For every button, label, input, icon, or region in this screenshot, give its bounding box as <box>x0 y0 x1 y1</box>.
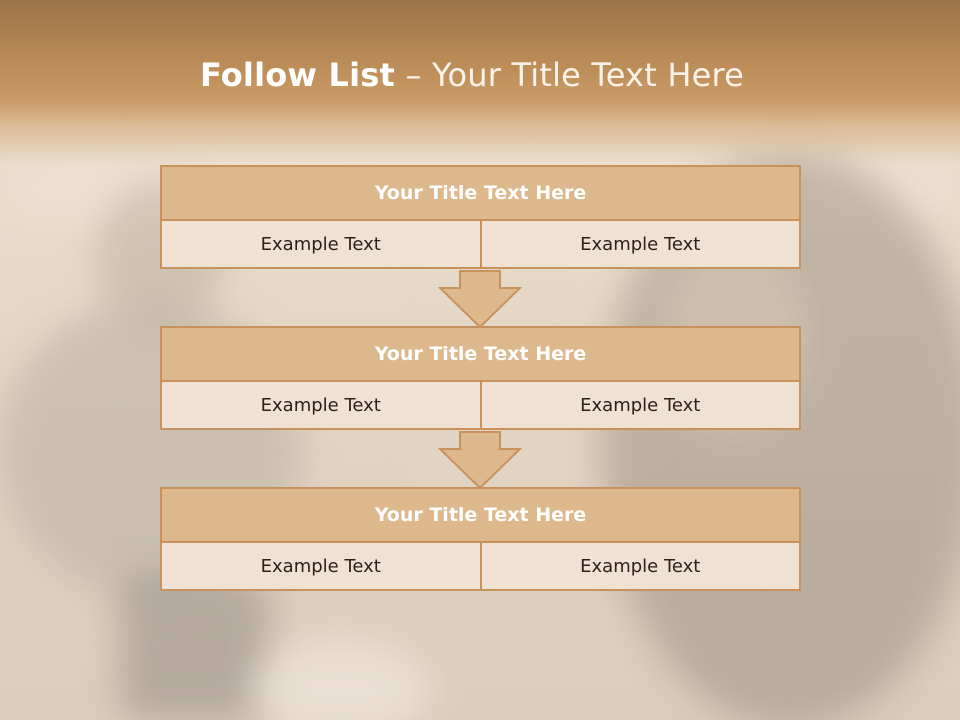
list-block-cell-right: Example Text <box>479 380 801 430</box>
list-block-2: Your Title Text Here Example Text Exampl… <box>160 326 801 430</box>
list-block-row: Example Text Example Text <box>160 219 801 269</box>
list-block-cell-left: Example Text <box>160 219 482 269</box>
background-photo-paper <box>250 640 430 720</box>
list-block-title: Your Title Text Here <box>160 487 801 543</box>
list-block-cell-left: Example Text <box>160 380 482 430</box>
header-band <box>0 0 960 165</box>
slide-title-rest: – Your Title Text Here <box>395 56 745 94</box>
down-arrow-icon <box>438 431 522 489</box>
list-block-row: Example Text Example Text <box>160 541 801 591</box>
slide-title: Follow List – Your Title Text Here <box>0 56 944 94</box>
slide-title-bold: Follow List <box>199 56 396 94</box>
down-arrow-icon <box>438 270 522 328</box>
list-block-cell-right: Example Text <box>479 219 801 269</box>
list-block-cell-left: Example Text <box>160 541 482 591</box>
list-block-3: Your Title Text Here Example Text Exampl… <box>160 487 801 591</box>
background-photo-mug <box>120 575 270 720</box>
list-block-cell-right: Example Text <box>479 541 801 591</box>
list-block-row: Example Text Example Text <box>160 380 801 430</box>
list-block-title: Your Title Text Here <box>160 165 801 221</box>
list-block-1: Your Title Text Here Example Text Exampl… <box>160 165 801 269</box>
list-block-title: Your Title Text Here <box>160 326 801 382</box>
